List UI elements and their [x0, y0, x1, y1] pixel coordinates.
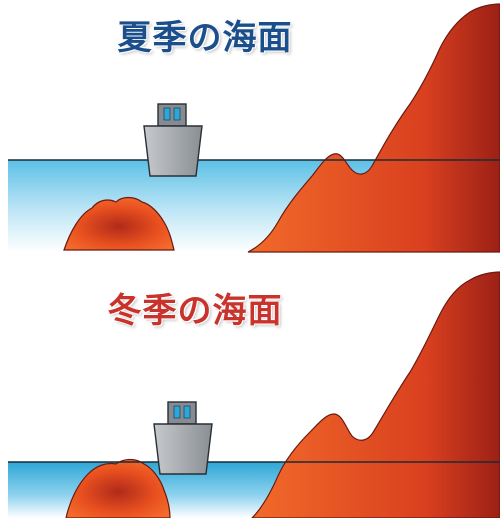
- summer-panel: [8, 3, 500, 253]
- summer-ship: [143, 103, 203, 177]
- summer-ship-cabin: [157, 103, 187, 127]
- summer-ship-window-right: [173, 107, 181, 121]
- summer-title: 夏季の海面: [117, 18, 293, 58]
- winter-ship-cabin: [167, 401, 197, 425]
- winter-ship: [153, 401, 213, 475]
- summer-ship-window-left: [163, 107, 171, 121]
- winter-ship-hull: [153, 423, 213, 475]
- winter-ship-window-right: [183, 405, 191, 419]
- winter-title: 冬季の海面: [107, 291, 283, 331]
- summer-ship-hull: [143, 125, 203, 177]
- winter-cliff: [251, 271, 500, 518]
- winter-panel: [8, 271, 500, 518]
- winter-ship-window-left: [173, 405, 181, 419]
- winter-rock: [65, 458, 171, 518]
- summer-submerged-rock: [63, 196, 175, 251]
- summer-cliff: [247, 3, 500, 253]
